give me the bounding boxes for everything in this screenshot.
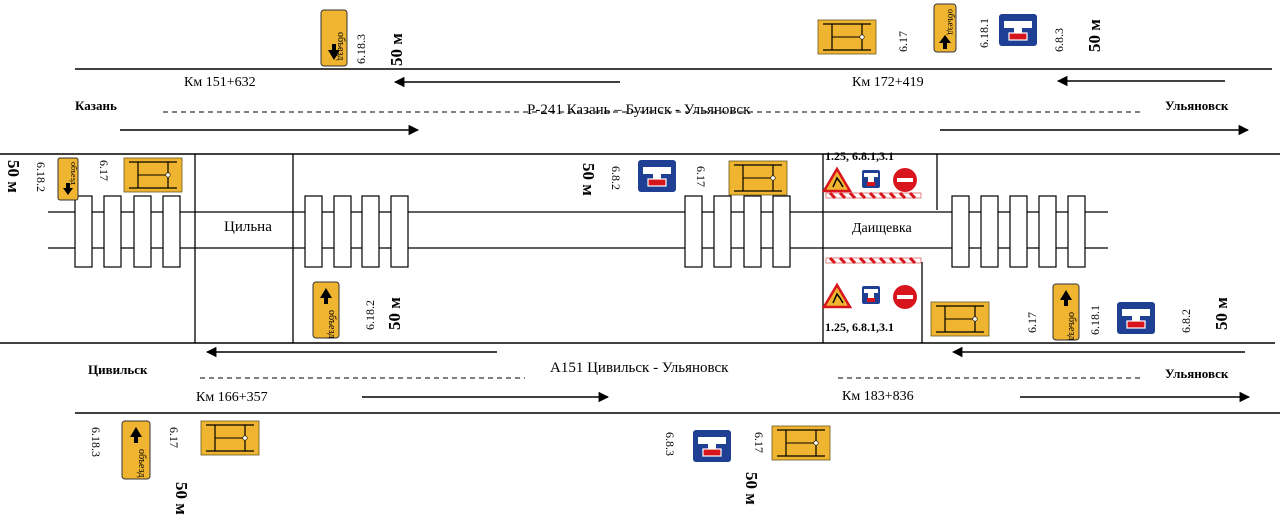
sign-label-682-right: 6.8.2	[1179, 309, 1193, 333]
north-left-city: Казань	[75, 98, 117, 113]
sign-label-6181-right: 6.18.1	[1088, 305, 1102, 335]
detour-label: объезд	[335, 32, 346, 60]
crossing-stripes-mid	[304, 195, 409, 268]
detour-sign-top-right: объезд	[933, 3, 957, 53]
barrier-stripe-bottom	[824, 256, 923, 265]
dist-right: 50 м	[1212, 297, 1231, 330]
scheme-sign-left	[123, 157, 183, 193]
crossing-sign-row-top	[821, 166, 917, 193]
dist-top-right: 50 м	[1085, 19, 1104, 52]
no-entry-sign-icon	[893, 285, 917, 309]
sign-label-683-top: 6.8.3	[1052, 28, 1066, 52]
dist-bottom-left: 50 м	[172, 482, 191, 515]
detour-sign-mid-left: объезд	[312, 281, 340, 339]
blue-sign-683-bottom	[692, 429, 732, 463]
sign-label-617-left: 6.17	[97, 160, 111, 181]
south-left-city: Цивильск	[88, 362, 148, 377]
south-highway-title: А151 Цивильск - Ульяновск	[550, 360, 729, 376]
detour-sign-bottom-left: объезд	[121, 420, 151, 480]
detour-sign-left: объезд	[57, 157, 79, 201]
blue-sign-681-bottom	[862, 286, 880, 304]
scheme-sign-mid	[728, 160, 788, 196]
sign-label-6182-left: 6.18.2	[34, 162, 48, 192]
crossing-stripes-left	[74, 195, 181, 268]
detour-label: объезд	[946, 9, 956, 35]
scheme-sign-bottom-left	[200, 420, 260, 456]
south-km-left: Км 166+357	[196, 390, 268, 405]
crossing-group-label-top: 1.25, 6.8.1,3.1	[825, 149, 894, 163]
crossing-group-label-bottom: 1.25, 6.8.1,3.1	[825, 320, 894, 334]
north-km-left: Км 151+632	[184, 75, 256, 90]
detour-label: объезд	[69, 162, 78, 185]
station-left-label: Цильна	[224, 219, 272, 235]
detour-sign-right: объезд	[1052, 283, 1080, 341]
roadworks-sign-icon	[821, 282, 853, 309]
detour-label: объезд	[1066, 312, 1077, 340]
north-km-right: Км 172+419	[852, 75, 924, 90]
sign-label-617-bottom-left: 6.17	[167, 427, 181, 448]
detour-sign-top-left: объезд	[320, 9, 348, 67]
dist-left-edge: 50 м	[4, 160, 23, 193]
scheme-sign-top-right	[817, 19, 877, 55]
blue-sign-683-top	[998, 13, 1038, 47]
detour-label: объезд	[136, 449, 147, 477]
crossing-stripes-center	[684, 195, 791, 268]
sign-label-683-bottom: 6.8.3	[663, 432, 677, 456]
sign-label-682-mid: 6.8.2	[609, 166, 623, 190]
dist-top-left: 50 м	[387, 33, 406, 66]
no-entry-sign-icon	[893, 168, 917, 192]
detour-label: объезд	[326, 310, 337, 338]
station-right-label: Даищевка	[852, 221, 912, 236]
barrier-stripe-top	[824, 191, 923, 200]
sign-label-617-bottom: 6.17	[752, 432, 766, 453]
scheme-sign-right	[930, 301, 990, 337]
sign-label-6181-top: 6.18.1	[977, 18, 991, 48]
dist-bottom-center: 50 м	[742, 472, 761, 505]
blue-sign-682-mid	[637, 159, 677, 193]
blue-sign-681-top	[862, 170, 880, 188]
sign-label-617-top: 6.17	[896, 31, 910, 52]
blue-sign-682-right	[1116, 301, 1156, 335]
sign-label-6182-mid: 6.18.2	[363, 300, 377, 330]
sign-label-617-mid: 6.17	[694, 166, 708, 187]
north-right-city: Ульяновск	[1165, 98, 1229, 113]
dist-mid-left: 50 м	[385, 297, 404, 330]
roadworks-sign-icon	[821, 166, 853, 193]
crossing-sign-row-bottom	[821, 282, 917, 309]
south-right-city: Ульяновск	[1165, 366, 1229, 381]
sign-label-6183-bottom: 6.18.3	[89, 427, 103, 457]
scheme-sign-bottom	[771, 425, 831, 461]
south-km-right: Км 183+836	[842, 389, 914, 404]
sign-label-6183-top: 6.18.3	[354, 34, 368, 64]
sign-label-617-right: 6.17	[1025, 312, 1039, 333]
dist-mid-center: 50 м	[579, 163, 598, 196]
crossing-stripes-right	[951, 195, 1086, 268]
north-highway-title: Р-241 Казань – Буинск - Ульяновск	[527, 102, 751, 118]
